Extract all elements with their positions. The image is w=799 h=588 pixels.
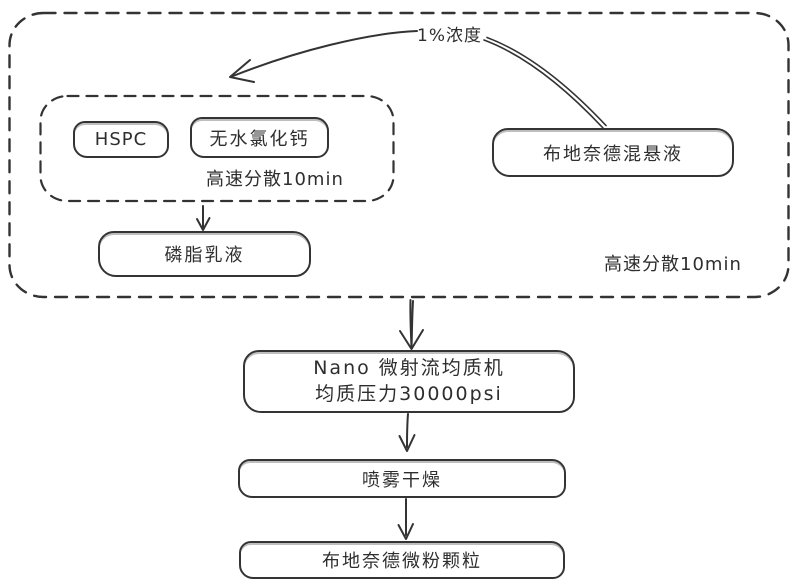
node-phospholipid-emulsion: 磷脂乳液: [98, 231, 311, 277]
arrow-homogenizer-to-spray-drying: [398, 413, 416, 452]
outer-dispersion-label: 高速分散10min: [604, 254, 742, 275]
node-nano-homogenizer-line1: Nano 微射流均质机: [313, 356, 505, 379]
node-budesonide-suspension: 布地奈德混悬液: [492, 128, 734, 177]
arrow-spray-drying-to-particles: [397, 498, 414, 540]
inner-group-border: [39, 94, 395, 203]
concentration-label: 1%浓度: [417, 26, 482, 46]
inner-dispersion-label: 高速分散10min: [206, 169, 344, 190]
node-budesonide-micronized-particles: 布地奈德微粉颗粒: [239, 541, 565, 579]
node-spray-drying: 喷雾干燥: [238, 459, 566, 498]
node-nano-homogenizer: Nano 微射流均质机 均质压力30000psi: [243, 350, 575, 413]
node-phospholipid-emulsion-label: 磷脂乳液: [164, 245, 245, 266]
node-budesonide-micronized-particles-label: 布地奈德微粉颗粒: [322, 551, 482, 572]
node-spray-drying-label: 喷雾干燥: [362, 469, 442, 491]
node-nano-homogenizer-line2: 均质压力30000psi: [315, 382, 503, 405]
curved-arrow-concentration-to-mixture: [229, 30, 418, 83]
arrow-group-to-homogenizer: [399, 299, 424, 350]
node-budesonide-suspension-label: 布地奈德混悬液: [543, 143, 683, 165]
outer-group-border: [8, 11, 790, 299]
arrow-mixture-to-emulsion: [196, 205, 211, 231]
node-anhydrous-calcium-chloride-label: 无水氯化钙: [209, 128, 310, 150]
connector-suspension-to-concentration: [483, 36, 607, 129]
node-hspc-label: HSPC: [94, 129, 148, 150]
node-hspc: HSPC: [73, 121, 169, 158]
node-anhydrous-calcium-chloride: 无水氯化钙: [190, 117, 329, 158]
